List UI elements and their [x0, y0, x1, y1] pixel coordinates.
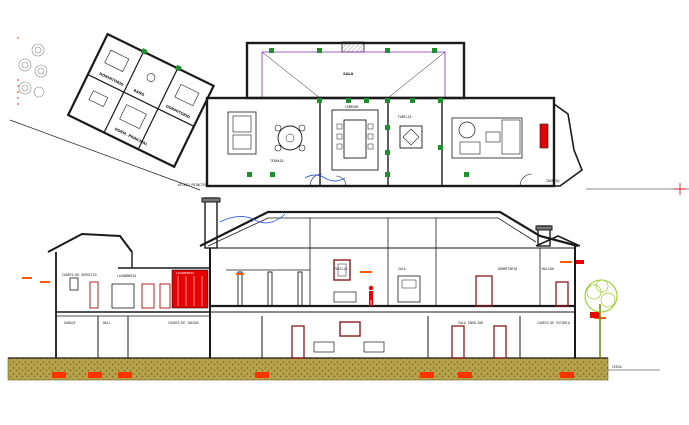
- floor-plan: DORMITORIO BAÑO DORMITORIO DORM. PRINCIP…: [9, 32, 689, 195]
- wing-bed1-label: DORMITORIO: [99, 72, 124, 87]
- ground-tag: CERCA: [612, 365, 622, 369]
- roof-wire: [219, 213, 286, 224]
- red-block-tag: LAVANDERIA: [176, 271, 194, 275]
- plan-main-hall-label: SALA: [343, 72, 354, 76]
- level-marker: [674, 183, 686, 195]
- footings: [52, 372, 574, 378]
- section-lower-left2-label: HALL: [103, 321, 111, 325]
- section-lower-far-label: CUARTO DE ESTUDIO: [537, 321, 570, 325]
- left-annex: [47, 232, 210, 358]
- plan-family-label: FAMILIA: [398, 115, 412, 119]
- section-living-up-label: SALA: [398, 267, 406, 271]
- bedroom-wing: DORMITORIO BAÑO DORMITORIO DORM. PRINCIP…: [66, 32, 216, 169]
- building-section: CERCA: [7, 197, 660, 381]
- pond-line: [304, 174, 346, 182]
- scale-figure: [368, 285, 374, 306]
- boundary-line: [9, 119, 201, 191]
- garden-shrubs: [18, 43, 48, 98]
- section-lower-center-label: CUARTO DE JUEGOS: [168, 321, 199, 325]
- door-swings: [309, 173, 533, 187]
- section-right-up-label: DORMITORIO: [498, 267, 517, 271]
- plan-entry-tag: ACCESO PRINCIPAL: [178, 183, 209, 187]
- section-lower-left-label: GARAJE: [64, 321, 76, 325]
- property-line-marks: [17, 37, 19, 105]
- leader-marks: [22, 261, 606, 319]
- wing-bed2-label: DORMITORIO: [165, 104, 190, 119]
- main-house-plan: SALA: [178, 41, 583, 188]
- tree: [584, 279, 618, 358]
- section-lower-right-label: SALA FAMILIAR: [458, 321, 483, 325]
- section-center-up-label: PASILLO: [334, 267, 348, 271]
- plan-side-tag: INGRESO: [546, 179, 560, 183]
- plan-dining-label: COMEDOR: [345, 105, 359, 109]
- red-tag-1: [576, 260, 584, 264]
- section-left-upper-label: CUARTO DE SERVICIO: [62, 273, 97, 277]
- section-right-far-label: BALCON: [542, 267, 554, 271]
- red-stair-block: [171, 269, 209, 309]
- section-left-mid-label: LAVANDERIA: [117, 274, 136, 278]
- red-tag-2: [590, 312, 600, 318]
- plan-terrace-tag: TERRAZA: [270, 159, 284, 163]
- column-markers: [247, 48, 469, 177]
- wing-master-label: DORM. PRINCIPAL: [114, 127, 149, 147]
- wing-bath-label: BAÑO: [133, 88, 146, 98]
- main-house-section: [199, 197, 579, 359]
